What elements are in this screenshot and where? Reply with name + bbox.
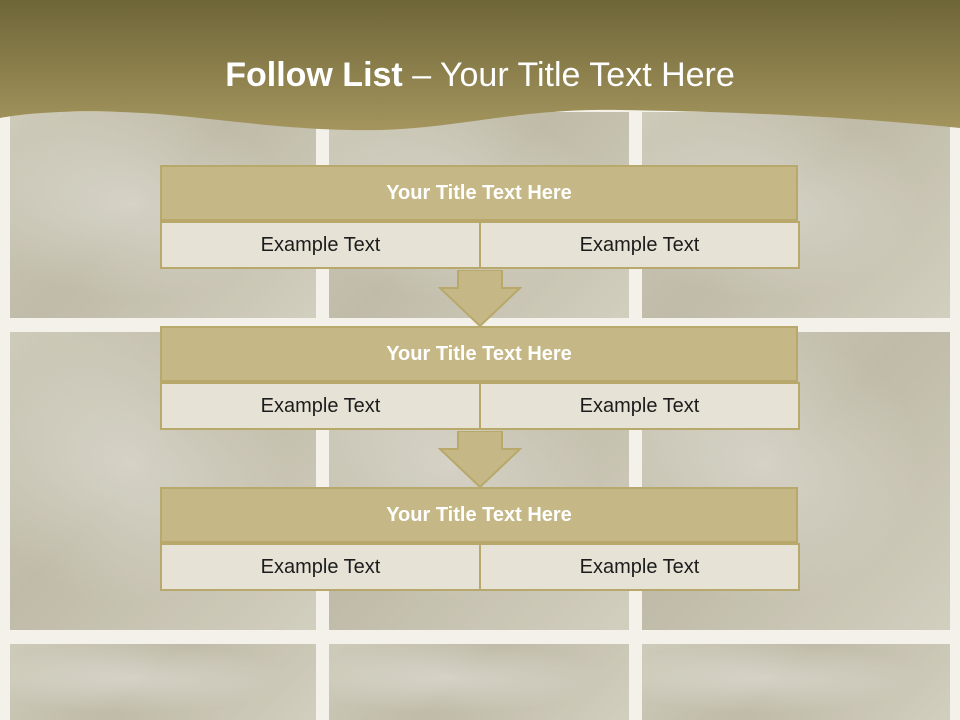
step-block-1: Your Title Text Here Example Text Exampl… (160, 165, 800, 269)
step-right-text: Example Text (479, 221, 800, 269)
step-left-text: Example Text (160, 382, 481, 430)
step-title: Your Title Text Here (160, 487, 798, 543)
step-title: Your Title Text Here (160, 326, 798, 382)
background-photo (642, 644, 950, 720)
slide-title-rest: – Your Title Text Here (402, 56, 735, 94)
header-band: Follow List – Your Title Text Here (0, 0, 960, 140)
step-title: Your Title Text Here (160, 165, 798, 221)
background-photo (10, 644, 316, 720)
step-block-2: Your Title Text Here Example Text Exampl… (160, 326, 800, 430)
step-right-text: Example Text (479, 382, 800, 430)
step-right-text: Example Text (479, 543, 800, 591)
down-arrow-icon (438, 431, 522, 489)
slide-title: Follow List – Your Title Text Here (0, 52, 960, 98)
step-block-3: Your Title Text Here Example Text Exampl… (160, 487, 800, 591)
step-left-text: Example Text (160, 221, 481, 269)
background-photo (329, 644, 629, 720)
down-arrow-icon (438, 270, 522, 328)
step-left-text: Example Text (160, 543, 481, 591)
slide-title-bold: Follow List (225, 56, 403, 94)
